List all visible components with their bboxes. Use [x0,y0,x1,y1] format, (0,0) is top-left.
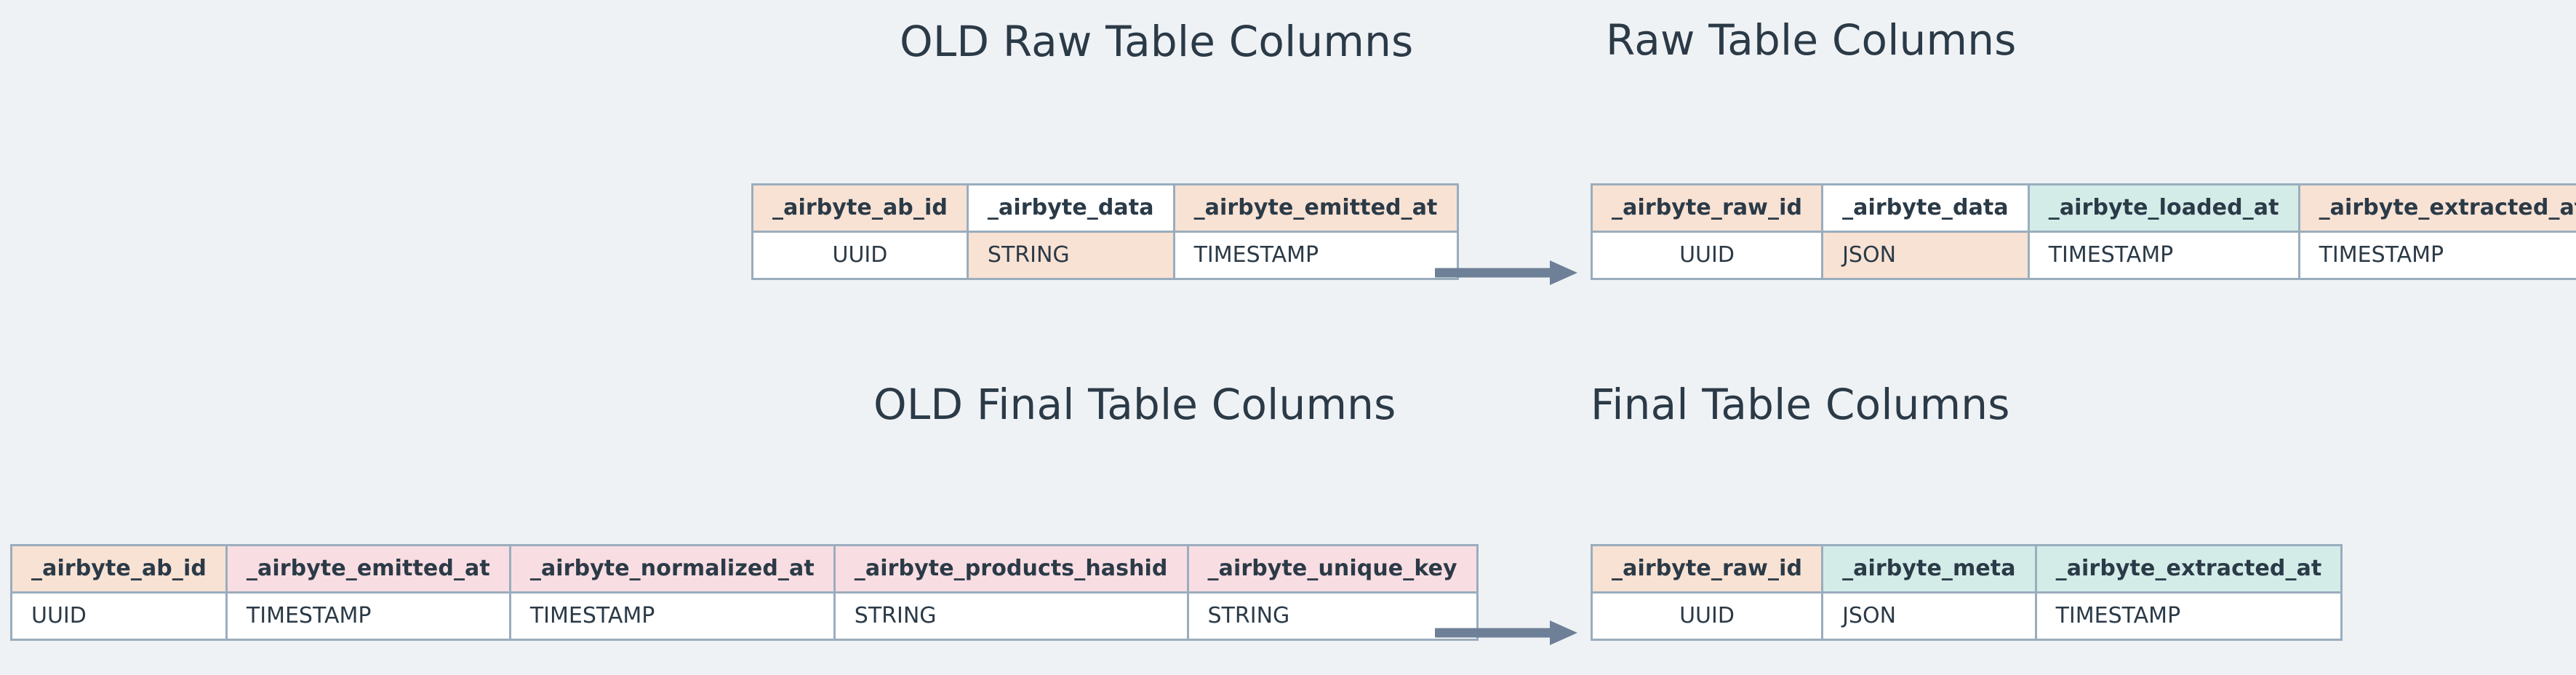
title-new-final-table: Final Table Columns [1591,380,2010,429]
arrow-right-icon-raw [1435,258,1580,287]
table-new-raw: _airbyte_raw_id_airbyte_data_airbyte_loa… [1590,183,2576,280]
column-type-airbyte_emitted_at: TIMESTAMP [1172,231,1459,280]
title-old-final-table: OLD Final Table Columns [873,380,1396,429]
column-header-airbyte_emitted_at: _airbyte_emitted_at [1172,183,1459,233]
column-type-airbyte_raw_id: UUID [1590,231,1824,280]
arrow-right-icon-final [1435,618,1580,647]
column-type-airbyte_emitted_at: TIMESTAMP [225,591,511,641]
table-header-row: _airbyte_ab_id_airbyte_data_airbyte_emit… [751,183,1459,233]
column-header-airbyte_raw_id: _airbyte_raw_id [1590,183,1824,233]
column-header-airbyte_extracted_at: _airbyte_extracted_at [2034,544,2343,594]
table-header-row: _airbyte_ab_id_airbyte_emitted_at_airbyt… [10,544,1479,594]
column-header-airbyte_normalized_at: _airbyte_normalized_at [508,544,836,594]
table-new-final: _airbyte_raw_id_airbyte_meta_airbyte_ext… [1590,544,2343,641]
column-type-airbyte_extracted_at: TIMESTAMP [2034,591,2343,641]
column-header-airbyte_data: _airbyte_data [1821,183,2030,233]
column-type-airbyte_unique_key: STRING [1186,591,1479,641]
column-header-airbyte_loaded_at: _airbyte_loaded_at [2027,183,2300,233]
column-type-airbyte_meta: JSON [1821,591,2037,641]
column-header-airbyte_data: _airbyte_data [966,183,1175,233]
column-header-airbyte_unique_key: _airbyte_unique_key [1186,544,1479,594]
column-type-airbyte_products_hashid: STRING [833,591,1189,641]
table-header-row: _airbyte_raw_id_airbyte_data_airbyte_loa… [1590,183,2576,233]
column-header-airbyte_ab_id: _airbyte_ab_id [10,544,228,594]
title-new-raw-table: Raw Table Columns [1606,15,2017,65]
column-type-airbyte_data: JSON [1821,231,2030,280]
column-type-airbyte_data: STRING [966,231,1175,280]
column-type-airbyte_extracted_at: TIMESTAMP [2297,231,2576,280]
column-header-airbyte_emitted_at: _airbyte_emitted_at [225,544,511,594]
column-type-airbyte_raw_id: UUID [1590,591,1824,641]
column-type-airbyte_ab_id: UUID [751,231,969,280]
title-old-raw-table: OLD Raw Table Columns [900,17,1414,66]
column-header-airbyte_products_hashid: _airbyte_products_hashid [833,544,1189,594]
column-header-airbyte_extracted_at: _airbyte_extracted_at [2297,183,2576,233]
column-header-airbyte_raw_id: _airbyte_raw_id [1590,544,1824,594]
table-header-row: _airbyte_raw_id_airbyte_meta_airbyte_ext… [1590,544,2343,594]
column-header-airbyte_meta: _airbyte_meta [1821,544,2037,594]
table-old-raw: _airbyte_ab_id_airbyte_data_airbyte_emit… [751,183,1459,280]
column-type-airbyte_normalized_at: TIMESTAMP [508,591,836,641]
column-header-airbyte_ab_id: _airbyte_ab_id [751,183,969,233]
table-old-final: _airbyte_ab_id_airbyte_emitted_at_airbyt… [10,544,1479,641]
column-type-airbyte_ab_id: UUID [10,591,228,641]
column-type-airbyte_loaded_at: TIMESTAMP [2027,231,2300,280]
